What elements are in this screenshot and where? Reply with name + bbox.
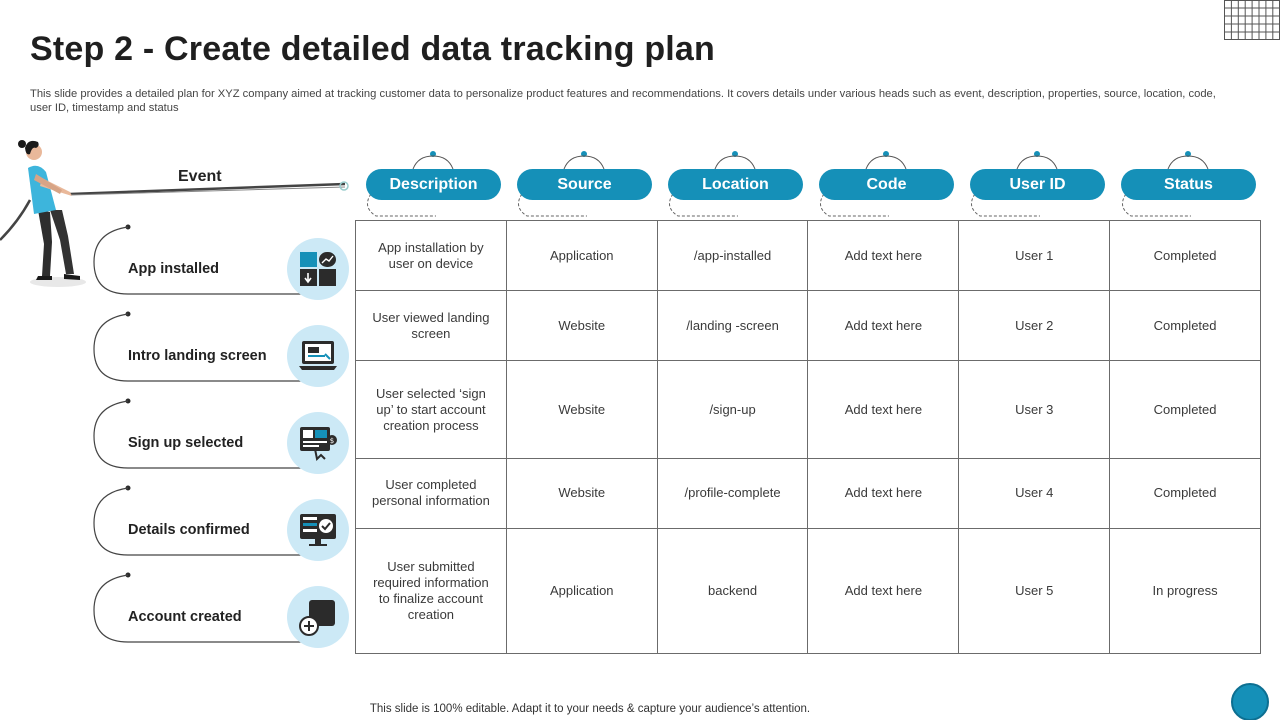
cell-location: /sign-up <box>656 360 809 459</box>
cell-code: Add text here <box>807 360 960 459</box>
cell-location: /landing -screen <box>656 290 809 362</box>
cell-location: /profile-complete <box>656 457 809 530</box>
cell-source: Application <box>505 528 658 654</box>
cell-status: Completed <box>1109 290 1261 362</box>
signup-screen-icon: $ <box>300 427 337 462</box>
event-item: App installed <box>92 224 352 300</box>
cell-description: User viewed landing screen <box>355 290 507 362</box>
tracking-plan-table: App installation by user on device Appli… <box>355 219 1261 654</box>
event-item: Account created <box>92 572 352 648</box>
event-item: Sign up selected $ <box>92 398 352 474</box>
footer-text: This slide is 100% editable. Adapt it to… <box>369 703 811 715</box>
table-row: User viewed landing screen Website /land… <box>355 290 1261 362</box>
cell-source: Application <box>505 219 658 292</box>
header-connector-icon <box>820 151 907 217</box>
header-connector-icon <box>1122 151 1209 217</box>
monitor-check-icon <box>300 514 336 546</box>
event-item: Details confirmed <box>92 485 352 561</box>
cell-description: App installation by user on device <box>355 219 507 292</box>
cell-source: Website <box>505 360 658 459</box>
header-status: Status <box>1121 150 1256 220</box>
table-row: App installation by user on device Appli… <box>355 219 1261 292</box>
cell-status: Completed <box>1109 219 1261 292</box>
add-account-icon <box>299 600 335 636</box>
event-name: Details confirmed <box>128 522 250 538</box>
header-connector-icon <box>971 151 1058 217</box>
cell-description: User submitted required information to f… <box>355 528 507 654</box>
event-arc-decoration <box>93 311 304 382</box>
app-install-icon <box>300 252 336 286</box>
cell-code: Add text here <box>807 290 960 362</box>
cell-status: In progress <box>1109 528 1261 654</box>
event-name: Intro landing screen <box>128 348 267 364</box>
svg-text:$: $ <box>330 437 334 445</box>
event-arc-decoration <box>93 398 304 469</box>
event-arc-decoration <box>93 224 304 295</box>
event-icon-circle <box>287 499 349 561</box>
event-name: Account created <box>128 609 242 625</box>
header-connector-icon <box>669 151 756 217</box>
header-code: Code <box>819 150 954 220</box>
cell-user-id: User 2 <box>958 290 1111 362</box>
header-pill-description: Description <box>366 169 501 200</box>
header-pill-location: Location <box>668 169 803 200</box>
cell-location: /app-installed <box>656 219 809 292</box>
cell-status: Completed <box>1109 457 1261 530</box>
header-pill-code: Code <box>819 169 954 200</box>
header-connector-icon <box>367 151 454 217</box>
header-pill-status: Status <box>1121 169 1256 200</box>
cell-location: backend <box>656 528 809 654</box>
event-name: Sign up selected <box>128 435 244 451</box>
corner-circle-decoration <box>1231 683 1269 720</box>
cell-code: Add text here <box>807 528 960 654</box>
cell-user-id: User 4 <box>958 457 1111 530</box>
page-title: Step 2 - Create detailed data tracking p… <box>30 30 716 68</box>
cell-description: User completed personal information <box>355 457 507 530</box>
cell-source: Website <box>505 457 658 530</box>
page-subtitle: This slide provides a detailed plan for … <box>30 88 1216 114</box>
cell-description: User selected ‘sign up’ to start account… <box>355 360 507 459</box>
cell-code: Add text here <box>807 219 960 292</box>
laptop-screen-icon <box>299 341 337 370</box>
event-icon-circle <box>287 586 349 648</box>
event-arc-decoration <box>93 485 304 556</box>
cell-source: Website <box>505 290 658 362</box>
event-column-label: Event <box>178 168 222 185</box>
header-pill-source: Source <box>517 169 652 200</box>
table-row: User selected ‘sign up’ to start account… <box>355 360 1261 459</box>
event-icon-circle: $ <box>287 412 349 474</box>
cell-code: Add text here <box>807 457 960 530</box>
cell-user-id: User 1 <box>958 219 1111 292</box>
header-location: Location <box>668 150 803 220</box>
event-item: Intro landing screen <box>92 311 352 387</box>
table-row: User submitted required information to f… <box>355 528 1261 654</box>
header-connector-icon <box>518 151 605 217</box>
cell-user-id: User 3 <box>958 360 1111 459</box>
header-user-id: User ID <box>970 150 1105 220</box>
cell-status: Completed <box>1109 360 1261 459</box>
header-source: Source <box>517 150 652 220</box>
grid-decoration-icon <box>1224 0 1280 40</box>
person-pulling-rope-illustration <box>0 140 349 287</box>
event-icon-circle <box>287 325 349 387</box>
header-description: Description <box>366 150 501 220</box>
table-row: User completed personal information Webs… <box>355 457 1261 530</box>
event-icon-circle <box>287 238 349 300</box>
event-arc-decoration <box>93 572 304 643</box>
footer-note: This slide is 100% editable. Adapt it to… <box>0 703 1280 715</box>
event-name: App installed <box>128 261 220 277</box>
header-pill-user-id: User ID <box>970 169 1105 200</box>
cell-user-id: User 5 <box>958 528 1111 654</box>
